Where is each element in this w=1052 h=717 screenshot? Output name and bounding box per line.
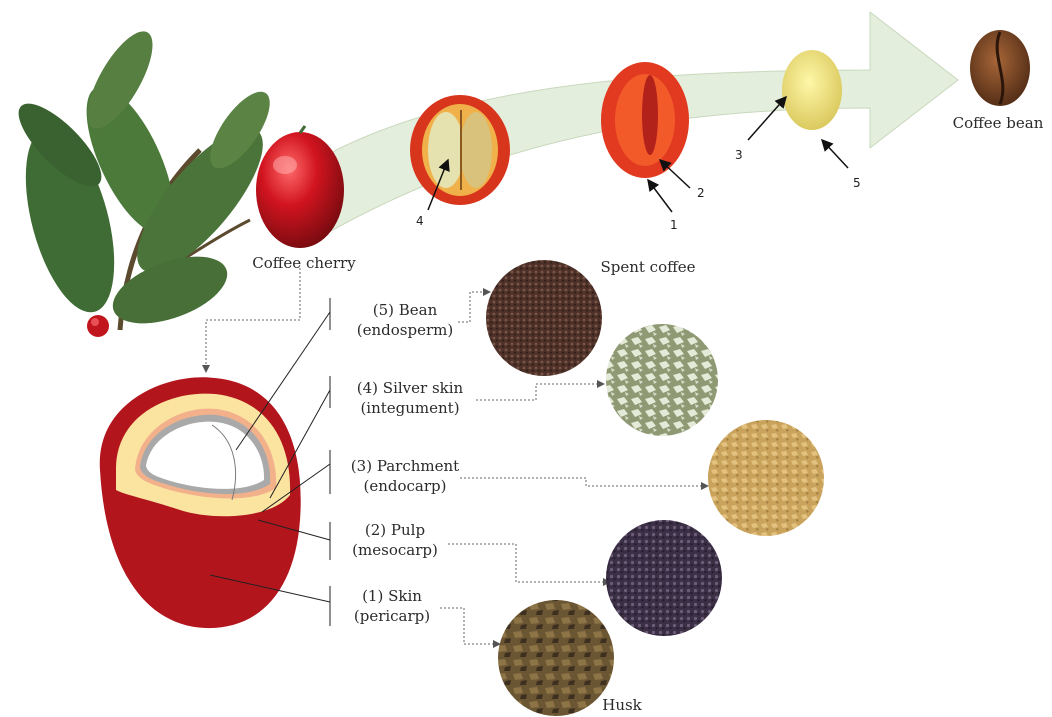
part-label-skin: (1) Skin (pericarp) <box>340 586 444 626</box>
pointer-2 <box>660 160 690 188</box>
part-label-line2: (mesocarp) <box>340 540 450 560</box>
coffee-cherry-label: Coffee cherry <box>244 254 364 273</box>
marker-3: 3 <box>735 148 743 162</box>
pulped-cherry-image <box>601 62 689 178</box>
part-label-line1: (3) Parchment <box>340 456 470 476</box>
marker-2: 2 <box>697 186 705 200</box>
marker-4: 4 <box>416 214 424 228</box>
part-label-silver-skin: (4) Silver skin (integument) <box>340 378 480 418</box>
coffee-plant-illustration <box>7 22 282 337</box>
part-label-line2: (endosperm) <box>340 320 470 340</box>
green-bean-image <box>782 50 842 130</box>
silver-skin-image <box>606 324 718 436</box>
marker-5: 5 <box>853 176 861 190</box>
marker-1: 1 <box>670 218 678 232</box>
part-label-line1: (5) Bean <box>340 300 470 320</box>
part-label-line2: (endocarp) <box>340 476 470 496</box>
part-label-line2: (pericarp) <box>340 606 444 626</box>
pulp-image <box>606 520 722 636</box>
spent-coffee-label: Spent coffee <box>588 258 708 277</box>
spent-coffee-image <box>486 260 602 376</box>
coffee-bean-label: Coffee bean <box>944 114 1052 133</box>
part-label-line2: (integument) <box>340 398 480 418</box>
part-label-bean: (5) Bean (endosperm) <box>340 300 470 340</box>
pointer-5 <box>822 140 848 168</box>
cherry-section-image <box>410 95 510 205</box>
coffee-bean-image <box>970 30 1030 106</box>
part-label-pulp: (2) Pulp (mesocarp) <box>340 520 450 560</box>
coffee-cherry-image <box>256 126 344 248</box>
part-label-line1: (4) Silver skin <box>340 378 480 398</box>
cherry-cross-section <box>100 377 301 628</box>
parchment-image <box>708 420 824 536</box>
part-label-line1: (2) Pulp <box>340 520 450 540</box>
husk-label: Husk <box>592 696 652 715</box>
part-label-parchment: (3) Parchment (endocarp) <box>340 456 470 496</box>
pointer-1 <box>648 180 672 212</box>
part-label-line1: (1) Skin <box>340 586 444 606</box>
